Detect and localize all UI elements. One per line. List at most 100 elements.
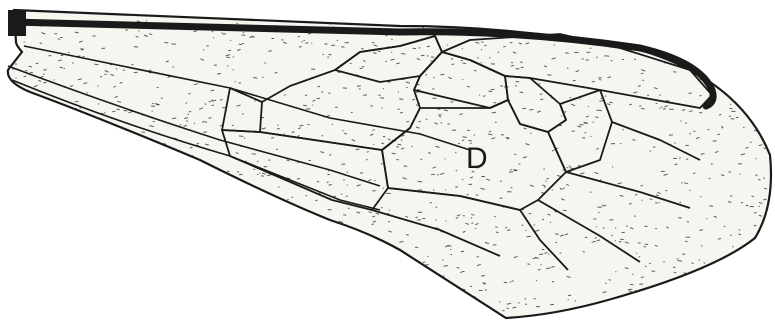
stipple-mark [198, 246, 199, 247]
stipple-mark [107, 237, 111, 238]
stipple-mark [136, 150, 138, 151]
stipple-mark [408, 263, 412, 264]
stipple-mark [299, 219, 303, 220]
stipple-mark [286, 281, 288, 282]
stipple-mark [140, 315, 143, 316]
stipple-mark [194, 215, 196, 216]
stipple-mark [191, 285, 194, 286]
stipple-mark [755, 175, 757, 176]
stipple-mark [514, 170, 517, 171]
stipple-mark [743, 279, 746, 280]
stipple-mark [378, 51, 381, 52]
stipple-mark [491, 89, 495, 90]
stipple-mark [503, 46, 506, 47]
stipple-mark [305, 43, 308, 44]
stipple-mark [754, 73, 758, 74]
stipple-mark [68, 52, 70, 53]
stipple-mark [17, 114, 18, 115]
stipple-mark [757, 309, 761, 311]
stipple-mark [15, 199, 18, 200]
stipple-mark [251, 213, 253, 214]
stipple-mark [79, 108, 81, 109]
stipple-mark [463, 63, 466, 64]
stipple-mark [555, 242, 557, 243]
stipple-mark [225, 185, 227, 186]
stipple-mark [98, 264, 101, 265]
stipple-mark [108, 254, 110, 255]
stipple-mark [642, 80, 644, 81]
stipple-mark [49, 131, 52, 132]
stipple-mark [353, 242, 355, 243]
stipple-mark [510, 42, 513, 43]
stipple-mark [271, 224, 275, 225]
stipple-mark [326, 238, 328, 239]
stipple-mark [645, 266, 647, 267]
stipple-mark [238, 252, 240, 253]
stipple-mark [742, 52, 745, 53]
stipple-mark [547, 75, 551, 76]
stipple-mark [189, 111, 191, 112]
stipple-mark [346, 196, 348, 197]
stipple-mark [462, 140, 464, 141]
stipple-mark [42, 250, 46, 251]
stipple-mark [116, 231, 118, 232]
stipple-mark [347, 272, 351, 273]
stipple-mark [713, 303, 717, 304]
stipple-mark [705, 39, 709, 41]
stipple-mark [59, 317, 62, 318]
stipple-mark [614, 39, 616, 40]
stipple-mark [239, 136, 243, 137]
stipple-mark [73, 291, 76, 292]
stipple-mark [216, 250, 220, 252]
stipple-mark [436, 20, 440, 21]
stipple-mark [317, 181, 319, 182]
stipple-mark [255, 267, 257, 268]
stipple-mark [28, 265, 32, 266]
stipple-mark [489, 131, 491, 132]
stipple-mark [171, 44, 175, 45]
stipple-mark [117, 109, 120, 110]
stipple-mark [90, 178, 94, 180]
stipple-mark [60, 67, 63, 68]
stipple-mark [20, 284, 23, 285]
stipple-mark [489, 91, 493, 92]
stipple-mark [544, 253, 547, 254]
stipple-mark [363, 95, 367, 96]
stipple-mark [99, 200, 102, 201]
stipple-mark [89, 155, 92, 156]
stipple-mark [752, 196, 754, 197]
stipple-mark [384, 285, 387, 286]
stipple-mark [241, 313, 243, 314]
stipple-mark [116, 304, 118, 305]
stipple-mark [105, 204, 107, 205]
stipple-mark [38, 241, 42, 242]
stipple-mark [137, 160, 140, 161]
stipple-mark [209, 101, 211, 102]
stipple-mark [162, 178, 164, 179]
stipple-mark [74, 240, 77, 241]
stipple-mark [307, 244, 309, 245]
stipple-mark [249, 289, 251, 290]
stipple-mark [291, 240, 294, 241]
stipple-mark [218, 305, 222, 306]
stipple-mark [157, 87, 159, 88]
stipple-mark [228, 294, 231, 295]
stipple-mark [665, 190, 667, 191]
stipple-mark [15, 285, 19, 286]
stipple-mark [745, 22, 749, 23]
stipple-mark [195, 272, 199, 273]
stipple-mark [731, 288, 734, 289]
stipple-mark [284, 95, 286, 96]
stipple-mark [590, 192, 592, 193]
stipple-mark [197, 166, 200, 167]
stipple-mark [261, 176, 264, 177]
stipple-mark [69, 289, 71, 290]
stipple-mark [194, 176, 197, 177]
stipple-mark [356, 149, 360, 150]
stipple-mark [481, 276, 485, 277]
stipple-mark [629, 104, 632, 105]
stipple-mark [177, 165, 182, 166]
stipple-mark [19, 256, 21, 257]
stipple-mark [217, 73, 221, 74]
stipple-mark [461, 251, 464, 252]
